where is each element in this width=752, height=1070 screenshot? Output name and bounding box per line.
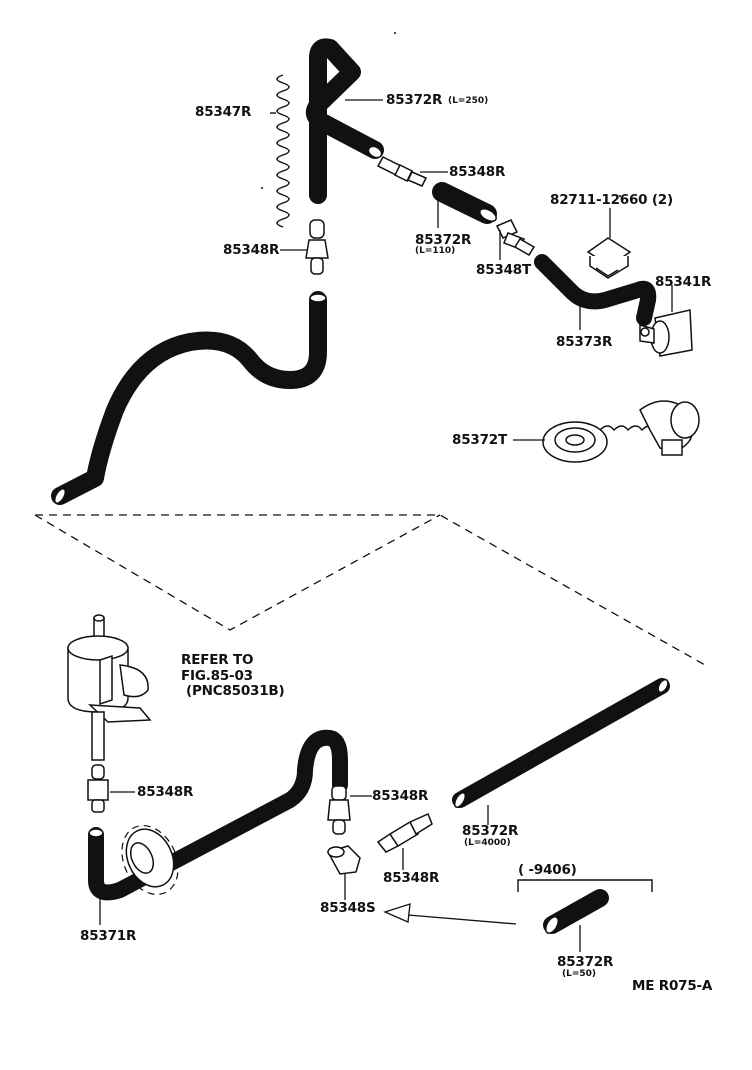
label-85341R: 85341R	[655, 274, 712, 290]
label-85371R: 85371R	[80, 928, 137, 944]
connector-85348T	[495, 219, 536, 257]
label-85348S: 85348S	[320, 900, 376, 916]
hose-85371R	[88, 729, 348, 901]
label-85348R-b: 85348R	[223, 242, 280, 258]
hose-85373R	[534, 254, 657, 326]
label-85348R-a: 85348R	[449, 164, 506, 180]
grommet-85372T	[542, 400, 700, 463]
label-82711-12660: 82711-12660 (2)	[550, 192, 673, 208]
connector-85348R-d	[327, 785, 351, 835]
label-85372R-short-length: (L=50)	[562, 969, 597, 979]
label-85372R-short: 85372R	[557, 954, 614, 970]
label-refer-to: REFER TO	[181, 652, 254, 668]
label-85348R-d: 85348R	[372, 788, 429, 804]
connector-85348R-c	[87, 764, 109, 813]
label-85347R: 85347R	[195, 104, 252, 120]
connector-85348R-a	[376, 156, 428, 187]
connector-85348R-e	[376, 812, 433, 853]
nozzle-85341R	[639, 309, 693, 357]
spring-85347R	[270, 74, 290, 228]
hose-85372R-L110	[432, 182, 497, 224]
label-85372R-mid-length: (L=110)	[415, 246, 456, 256]
hose-85372R-L4000	[452, 678, 670, 808]
arrow-to-85348S	[383, 903, 517, 925]
label-85372T: 85372T	[452, 432, 507, 448]
label-85348R-c: 85348R	[137, 784, 194, 800]
elbow-85348S	[326, 845, 361, 875]
label-85348R-e: 85348R	[383, 870, 440, 886]
dashed-boundary	[34, 514, 706, 666]
bracket-9406	[517, 879, 653, 892]
hose-upper-curve	[51, 291, 327, 505]
hose-85372R-L50	[543, 889, 609, 934]
washer-pump	[67, 614, 152, 761]
label-bracket-range: ( -9406)	[518, 862, 577, 878]
label-refer-fig: FIG.85-03	[181, 668, 253, 684]
label-85372R-long: 85372R	[462, 823, 519, 839]
connector-85348R-b	[305, 219, 329, 275]
label-85372R-top: 85372R	[386, 92, 443, 108]
label-85372R-long-length: (L=4000)	[464, 838, 511, 848]
label-85372R-mid: 85372R	[415, 232, 472, 248]
clip-82711	[586, 237, 632, 279]
label-85373R: 85373R	[556, 334, 613, 350]
hose-85372R-L250	[305, 38, 384, 204]
label-refer-pnc: (PNC85031B)	[186, 683, 285, 699]
figure-code: ME R075-A	[632, 978, 713, 994]
label-85372R-top-length: (L=250)	[448, 96, 489, 106]
label-85348T: 85348T	[476, 262, 531, 278]
